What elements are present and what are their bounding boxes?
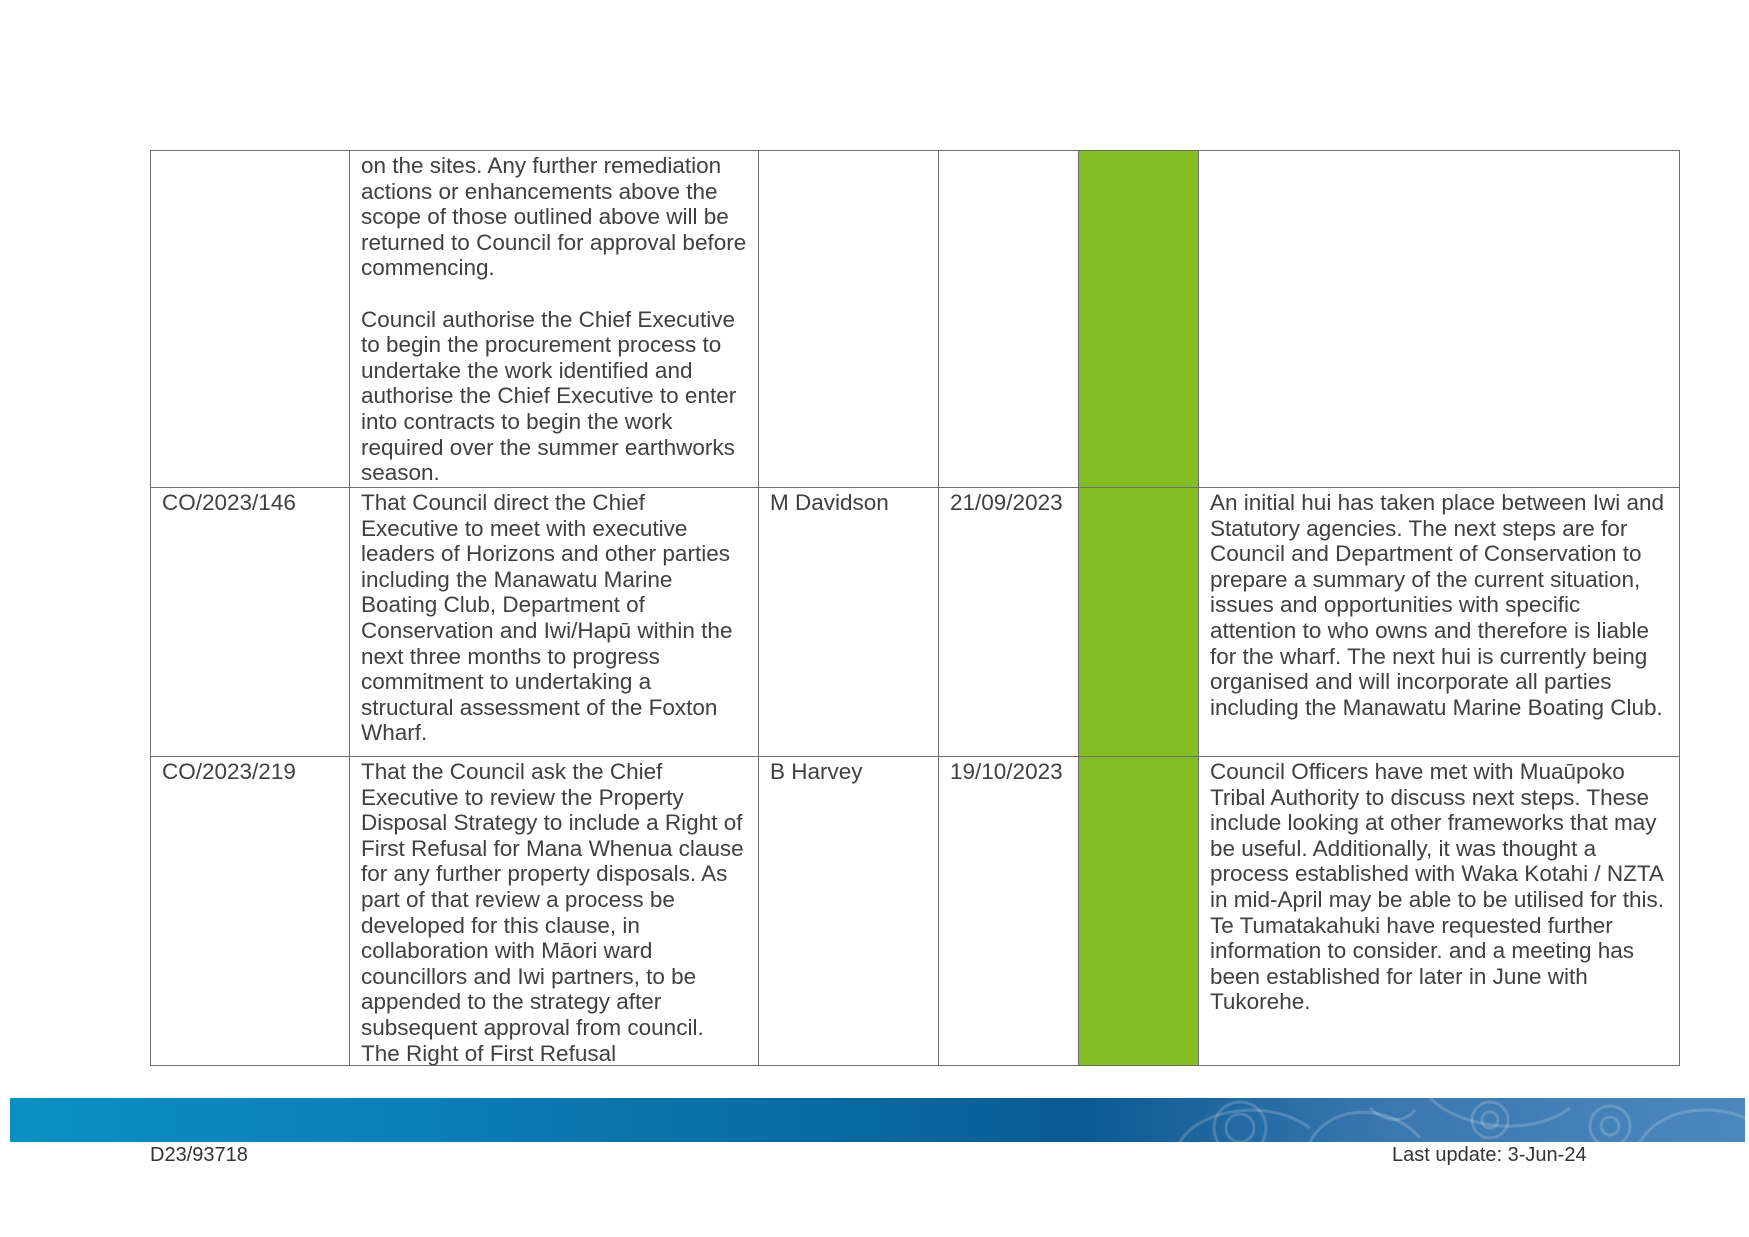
- officer-cell: B Harvey: [758, 756, 939, 1066]
- status-cell: [1078, 756, 1199, 1066]
- comment-paragraph: Council Officers have met with Muaūpoko …: [1210, 759, 1664, 912]
- date-cell: 21/09/2023: [938, 487, 1079, 757]
- comment-paragraph: An initial hui has taken place between I…: [1210, 490, 1665, 720]
- table-row: on the sites. Any further remediation ac…: [150, 150, 1680, 488]
- comment-paragraph: Te Tumatakahuki have requested further i…: [1210, 912, 1635, 1015]
- koru-pattern-icon: [1178, 1098, 1745, 1142]
- document-reference: D23/93718: [150, 1144, 248, 1166]
- last-update-text: Last update: 3-Jun-24: [1392, 1144, 1587, 1166]
- resolution-wrap: That the Council ask the Chief Executive…: [361, 759, 747, 1065]
- resolution-paragraph: That Council direct the Chief Executive …: [361, 490, 733, 746]
- comments-cell: An initial hui has taken place between I…: [1198, 487, 1680, 757]
- ref-cell: CO/2023/146: [150, 487, 350, 757]
- date-cell: 19/10/2023: [938, 756, 1079, 1066]
- status-cell: [1078, 487, 1199, 757]
- comments-cell: Council Officers have met with Muaūpoko …: [1198, 756, 1680, 1066]
- officer-cell: M Davidson: [758, 487, 939, 757]
- resolution-cell: on the sites. Any further remediation ac…: [349, 150, 759, 488]
- date-cell: [938, 150, 1079, 488]
- resolution-cell: That Council direct the Chief Executive …: [349, 487, 759, 757]
- actions-table: on the sites. Any further remediation ac…: [150, 150, 1680, 1066]
- resolution-paragraph: That the Council ask the Chief Executive…: [361, 759, 744, 1065]
- officer-cell: [758, 150, 939, 488]
- resolution-paragraph: on the sites. Any further remediation ac…: [361, 153, 747, 281]
- table-row: CO/2023/219 That the Council ask the Chi…: [150, 756, 1680, 1066]
- comments-cell: [1198, 150, 1680, 488]
- footer-band: [10, 1098, 1745, 1142]
- resolution-cell: That the Council ask the Chief Executive…: [349, 756, 759, 1066]
- ref-cell: CO/2023/219: [150, 756, 350, 1066]
- resolution-paragraph: Council authorise the Chief Executive to…: [361, 306, 737, 486]
- table-row: CO/2023/146 That Council direct the Chie…: [150, 487, 1680, 757]
- status-cell: [1078, 150, 1199, 488]
- ref-cell: [150, 150, 350, 488]
